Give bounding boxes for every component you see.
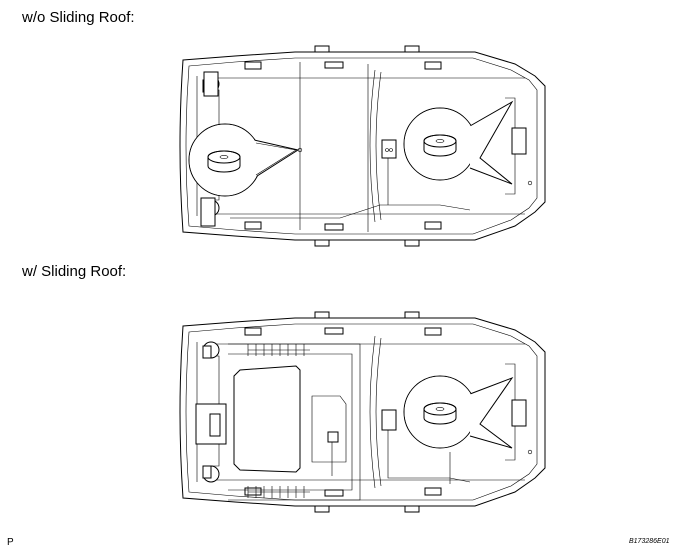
- foam-pad-callout-rear: [403, 100, 514, 185]
- variant-label-without-sliding-roof: w/o Sliding Roof:: [22, 9, 135, 26]
- mesh-band-top: [247, 344, 310, 356]
- corner-marker: P: [7, 537, 14, 548]
- sliding-roof-opening: [233, 365, 301, 473]
- foam-pad-callout-front: [188, 123, 300, 197]
- variant-label-with-sliding-roof: w/ Sliding Roof:: [22, 263, 127, 280]
- mesh-band-bottom: [247, 486, 310, 498]
- foam-pad-callout-rear: [403, 375, 514, 449]
- dome-lamp-connector: [381, 139, 397, 159]
- roof-diagram-with-sliding-roof: [179, 311, 546, 513]
- figure-code: B173286E01: [629, 538, 670, 545]
- roof-diagram-without-sliding-roof: [179, 45, 546, 247]
